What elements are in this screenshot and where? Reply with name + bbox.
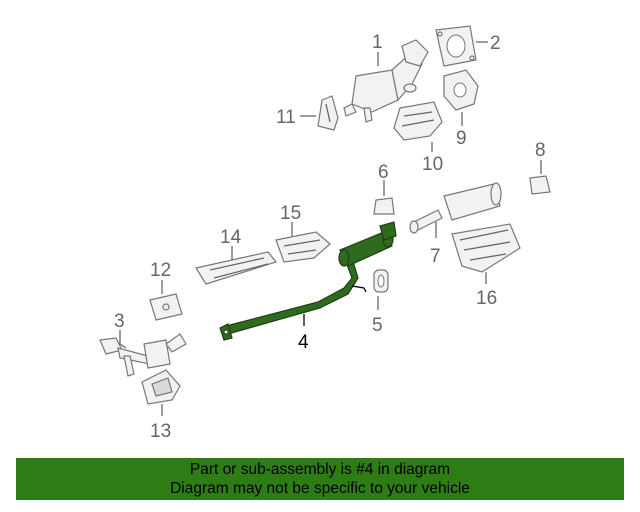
callout-6: 6: [378, 162, 389, 183]
part-8-hanger[interactable]: [529, 175, 551, 195]
leader-3: [119, 330, 127, 349]
banner-line-1: Part or sub-assembly is #4 in diagram: [189, 461, 451, 478]
part-14-heat-shield[interactable]: [195, 251, 278, 285]
part-2-gasket[interactable]: [435, 25, 477, 67]
callout-2: 2: [490, 33, 501, 54]
callout-9: 9: [456, 128, 467, 149]
callout-4: 4: [298, 332, 309, 353]
callout-1: 1: [372, 32, 383, 53]
part-10-heat-shield[interactable]: [393, 101, 443, 141]
callout-15: 15: [280, 203, 301, 224]
part-9-heat-shield[interactable]: [443, 69, 479, 111]
callout-10: 10: [422, 154, 443, 175]
part-6-hanger[interactable]: [373, 197, 395, 215]
exhaust-parts-diagram: 1 2 9 10 11 6 8: [99, 25, 551, 442]
callout-16: 16: [476, 288, 497, 309]
part-3-front-pipe[interactable]: [99, 333, 187, 377]
callout-14: 14: [220, 227, 242, 248]
callout-3: 3: [114, 311, 125, 332]
callout-13: 13: [150, 421, 171, 442]
callout-8: 8: [535, 140, 546, 161]
banner-line-2: Diagram may not be specific to your vehi…: [170, 480, 470, 497]
callout-7: 7: [430, 246, 441, 267]
part-7-muffler[interactable]: [409, 182, 502, 234]
part-16-heat-shield[interactable]: [451, 223, 521, 273]
callout-5: 5: [372, 315, 383, 336]
part-15-heat-shield[interactable]: [275, 231, 331, 263]
callout-12: 12: [150, 260, 171, 281]
part-4-middle-pipe[interactable]: [219, 221, 397, 341]
callout-11: 11: [276, 107, 296, 128]
part-13-heat-shield[interactable]: [141, 369, 181, 405]
part-1-catalytic-converter[interactable]: [343, 39, 429, 123]
part-5-hanger[interactable]: [373, 269, 389, 293]
part-12-gasket[interactable]: [149, 293, 183, 321]
part-11-bracket[interactable]: [317, 95, 339, 131]
info-banner: Part or sub-assembly is #4 in diagram Di…: [16, 458, 624, 500]
